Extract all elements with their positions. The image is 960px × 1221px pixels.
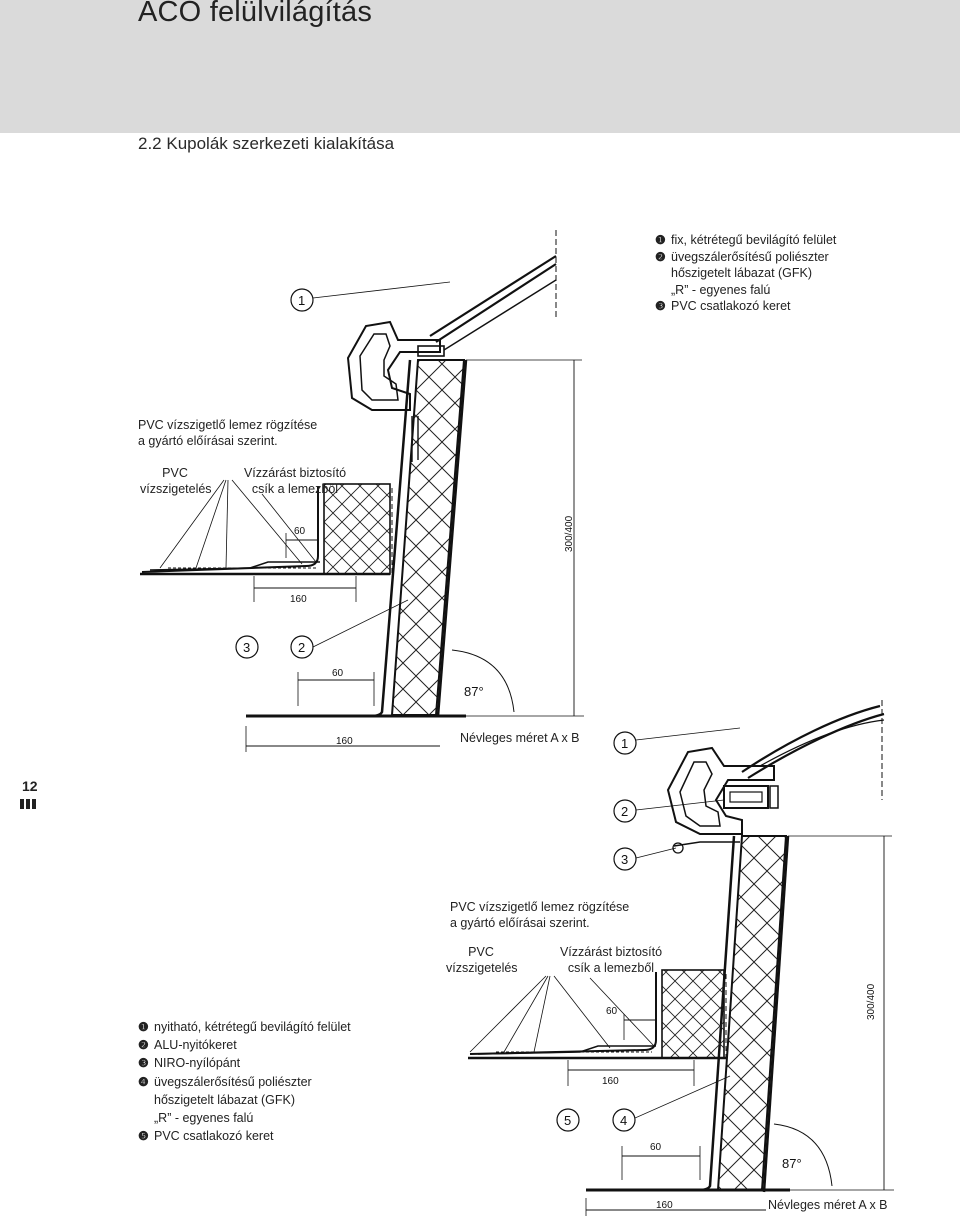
legend-marker: ❷ [655,249,666,264]
legend-text: PVC csatlakozó keret [154,1129,274,1144]
note-line: a gyártó előírásai szerint. [450,915,590,930]
angle-arc [451,649,515,713]
angle-arc [773,1123,833,1187]
pvc-line: PVC [162,466,188,480]
legend-top: ❶ fix, kétrétegű bevilágító felület ❷ üveg… [655,232,836,315]
inset-upstand [661,969,725,1059]
strip-label-top: Vízzárást biztosító csík a lemezből [240,466,350,497]
pvc-line: vízszigetelés [140,481,212,496]
dim-60: 60 [332,668,344,679]
callout-2-label: 2 [298,640,305,655]
pvc-frame-profile [346,320,441,411]
legend-marker: ❹ [138,1074,149,1089]
page-header: ACO felülvilágítás [0,0,960,133]
callout-1-label: 1 [621,736,628,751]
strip-line: csík a lemezből [251,481,339,496]
legend-marker: ❶ [138,1020,149,1034]
callout-2 [613,799,637,823]
dim-160: 160 [656,1200,673,1211]
note-top: PVC vízszigetlő lemez rögzítése a gyártó… [138,418,317,449]
callout-3 [613,847,637,871]
legend-marker: ❸ [138,1056,149,1071]
legend-item: ❶ nyitható, kétrétegű bevilágító felület [138,1018,351,1036]
pvc-label-top: PVC vízszigetelés [140,466,212,497]
angle-label: 87° [464,684,484,699]
legend-text: üvegszálerősítésű poliészter [671,249,829,264]
legend-text: ALU-nyitókeret [154,1038,237,1053]
dome-glazing [429,255,557,337]
strip-line: Vízzárást biztosító [243,466,347,480]
legend-marker: ❷ [138,1038,149,1053]
callout-1-label: 1 [298,293,305,308]
callout-2-label: 2 [621,804,628,819]
callout-4-label: 4 [620,1113,627,1128]
legend-text: üvegszálerősítésű poliészter [154,1074,312,1089]
legend-item: ❸ NIRO-nyílópánt [138,1054,351,1072]
callout-1 [290,288,314,312]
nominal-size-top: Névleges méret A x B [460,731,580,745]
callout-1 [613,731,637,755]
legend-item: ❹ üvegszálerősítésű poliészter [138,1073,351,1091]
note-line: PVC vízszigetlő lemez rögzítése [138,418,318,432]
legend-text: NIRO-nyílópánt [154,1056,241,1071]
legend-item: ❶ fix, kétrétegű bevilágító felület [655,232,836,249]
legend-text: hőszigetelt lábazat (GFK) [154,1092,296,1107]
callout-4 [612,1108,636,1132]
strip-line: csík a lemezből [567,960,655,975]
legend-item: ❷ üvegszálerősítésű poliészter [655,249,836,266]
note-line: PVC vízszigetlő lemez rögzítése [450,900,630,914]
callout-3-label: 3 [621,852,628,867]
note-bottom: PVC vízszigetlő lemez rögzítése a gyártó… [450,900,629,931]
legend-text: fix, kétrétegű bevilágító felület [671,233,837,247]
callout-3-label: 3 [243,640,250,655]
dim-height: 300/400 [866,983,877,1020]
dim-160-inset: 160 [290,594,307,605]
nominal-size-bottom: Névleges méret A x B [768,1198,888,1212]
callout-5 [556,1108,580,1132]
legend-text: PVC csatlakozó keret [671,299,791,313]
dim-160: 160 [336,736,353,747]
legend-text: „R” - egyenes falú [671,282,771,297]
dim-160-inset: 160 [602,1076,619,1087]
pvc-line: vízszigetelés [446,960,518,975]
angle-label: 87° [782,1156,802,1171]
dome-glazing [741,704,881,773]
page-marker-icon [20,799,36,809]
alu-frame-profile [666,746,775,835]
legend-marker: ❸ [655,299,666,313]
dim-60: 60 [650,1142,662,1153]
strip-label-bottom: Vízzárást biztosító csík a lemezből [556,945,666,976]
niro-hinge [673,841,740,847]
callout-5-label: 5 [564,1113,571,1128]
page-title: ACO felülvilágítás [138,0,373,28]
dim-height: 300/400 [564,515,575,552]
dim-60-inset: 60 [294,526,306,537]
section-heading: 2.2 Kupolák szerkezeti kialakítása [138,134,395,153]
legend-marker: ❺ [138,1129,149,1144]
inset-upstand [323,483,391,575]
legend-item: ❷ ALU-nyitókeret [138,1036,351,1054]
pvc-line: PVC [468,945,494,959]
callout-3 [235,635,259,659]
dim-60-inset: 60 [606,1006,618,1017]
legend-item: ❸ PVC csatlakozó keret [655,298,836,315]
strip-line: Vízzárást biztosító [559,945,663,959]
note-line: a gyártó előírásai szerint. [138,433,278,448]
legend-text: hőszigetelt lábazat (GFK) [671,266,813,280]
legend-item: ❺ PVC csatlakozó keret [138,1127,351,1145]
legend-marker: ❶ [655,233,666,247]
legend-text: „R” - egyenes falú [154,1111,254,1126]
pvc-label-bottom: PVC vízszigetelés [446,945,518,976]
legend-text: nyitható, kétrétegű bevilágító felület [154,1020,351,1034]
page-number: 12 [22,778,38,794]
